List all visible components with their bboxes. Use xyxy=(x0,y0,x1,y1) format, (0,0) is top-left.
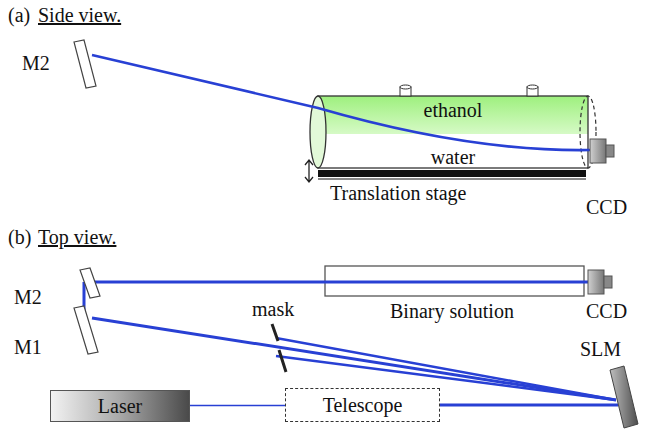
part-label: mask xyxy=(252,298,294,320)
laser-beam xyxy=(190,405,285,406)
double-arrow xyxy=(305,160,313,182)
panel-tag: (a) xyxy=(8,4,30,26)
part-label: CCD xyxy=(586,300,627,322)
port xyxy=(527,85,538,89)
part-label: CCD xyxy=(586,196,627,218)
part-label: Binary solution xyxy=(390,300,514,322)
laser-beam xyxy=(440,404,618,407)
laser-box: Laser xyxy=(50,390,190,422)
mirror xyxy=(74,40,96,88)
laser-beam xyxy=(92,55,590,150)
ccd-camera xyxy=(606,145,614,157)
node-text: Telescope xyxy=(323,394,403,416)
ccd-camera xyxy=(590,139,606,163)
translation-stage xyxy=(318,178,586,180)
node-text: water xyxy=(431,146,475,168)
ccd-camera xyxy=(604,276,612,288)
panel-title: Side view. xyxy=(38,4,121,26)
sample-tube: ethanol water xyxy=(318,96,588,168)
mask xyxy=(272,324,286,372)
panel-title: Top view. xyxy=(38,226,116,248)
telescope-box: Telescope xyxy=(285,388,440,422)
mirror xyxy=(74,306,98,354)
mirror-label: M1 xyxy=(14,336,42,358)
tube xyxy=(318,96,588,168)
ccd-camera xyxy=(588,270,604,294)
part-label: Translation stage xyxy=(330,182,466,204)
mirror-label: M2 xyxy=(22,52,50,74)
port xyxy=(400,85,411,89)
part-label: SLM xyxy=(580,338,621,360)
panel-tag: (b) xyxy=(8,226,31,248)
translation-stage xyxy=(318,170,586,177)
slm xyxy=(610,366,638,428)
ethanol-layer xyxy=(318,96,588,134)
mirror-label: M2 xyxy=(14,286,42,308)
node-text: Laser xyxy=(98,395,142,417)
mirror xyxy=(80,268,100,298)
node-text: ethanol xyxy=(424,99,483,121)
